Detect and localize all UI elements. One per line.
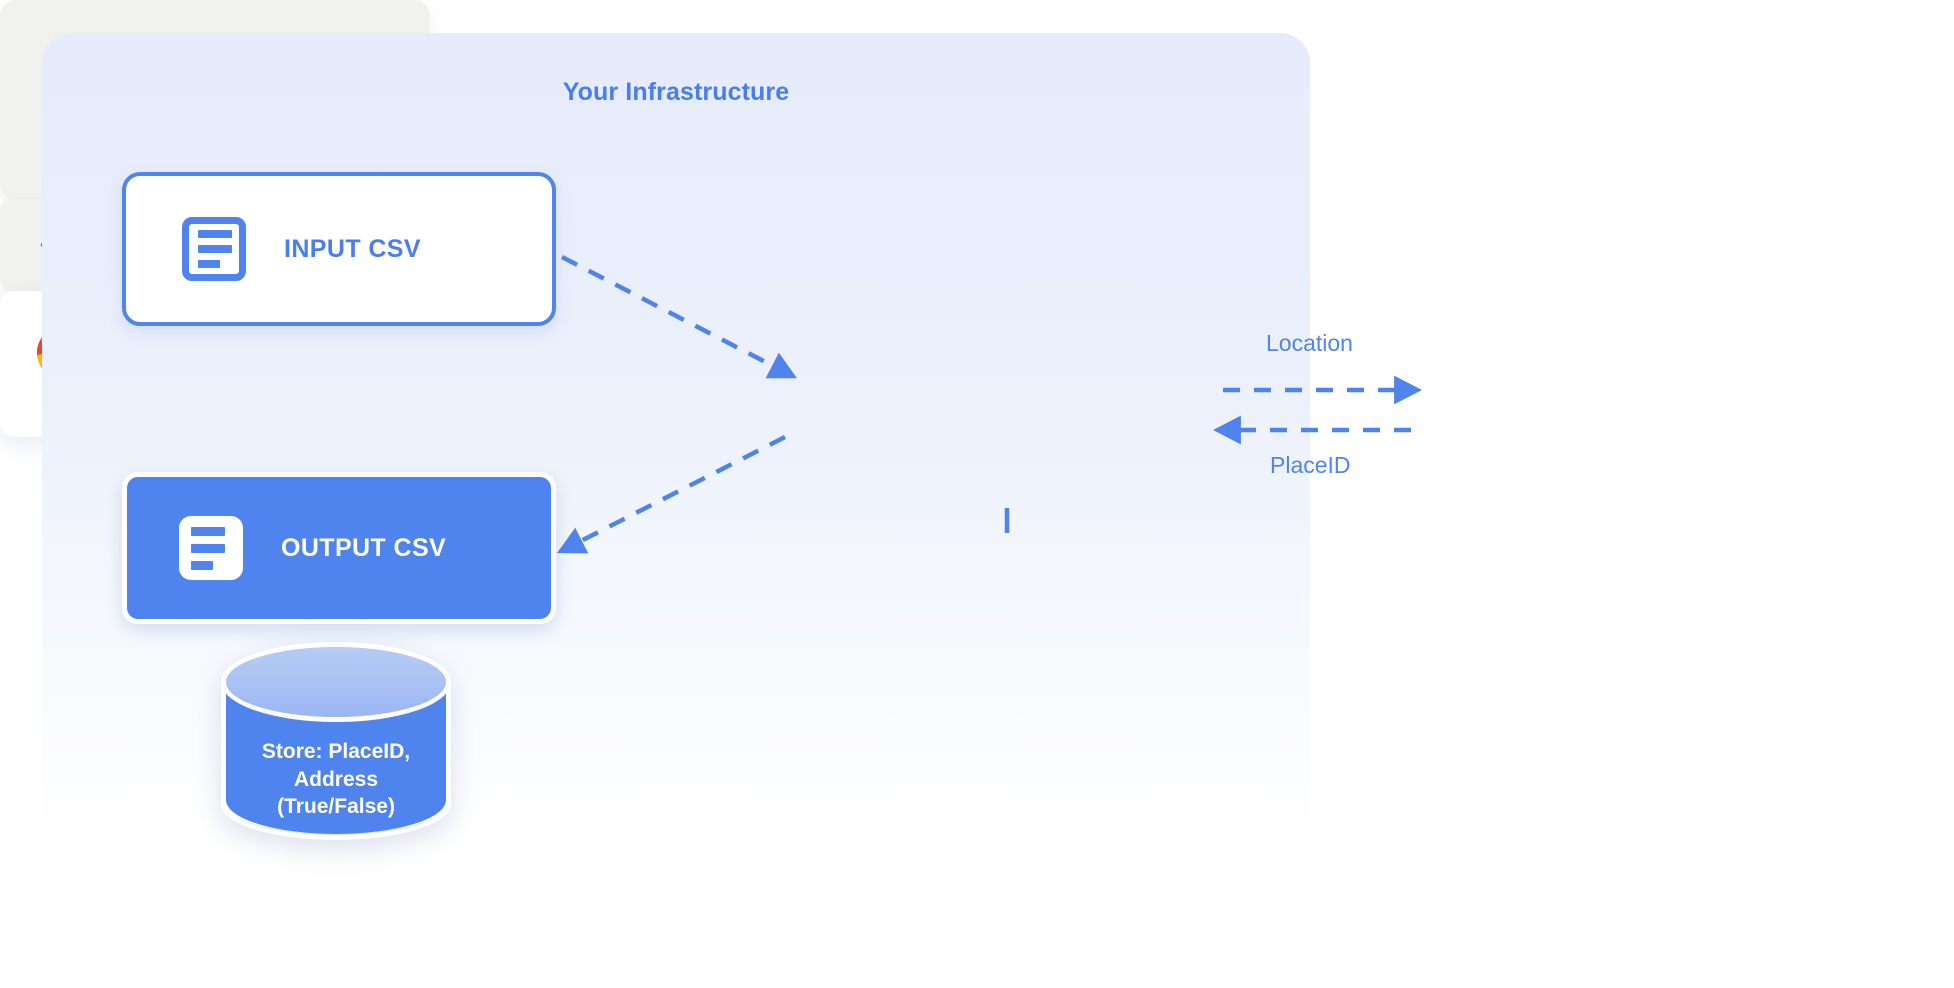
- input-csv-label: INPUT CSV: [284, 234, 421, 263]
- document-lines-icon: [182, 217, 246, 281]
- output-csv-label: OUTPUT CSV: [281, 533, 447, 562]
- edge-label-location: Location: [1266, 330, 1353, 356]
- database-label-line-1: Store: PlaceID,: [261, 740, 411, 763]
- document-lines-icon: [179, 516, 243, 580]
- edge-label-placeid: PlaceID: [1270, 452, 1351, 478]
- infrastructure-title: Your Infrastructure: [562, 78, 790, 106]
- database-label: Store: PlaceID, Address (True/False): [213, 738, 459, 821]
- database-node[interactable]: Store: PlaceID, Address (True/False): [213, 640, 459, 862]
- database-cylinder-icon: [213, 640, 459, 862]
- database-label-line-2: Address: [293, 767, 379, 791]
- input-csv-node[interactable]: INPUT CSV: [122, 172, 556, 326]
- output-csv-node[interactable]: OUTPUT CSV: [122, 472, 556, 624]
- database-label-line-3: (True/False): [277, 795, 395, 819]
